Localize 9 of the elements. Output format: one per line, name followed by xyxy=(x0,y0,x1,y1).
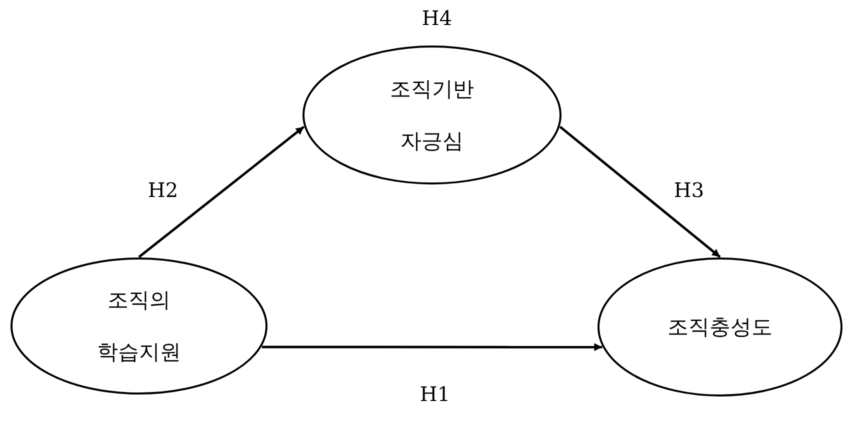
ellipse-node xyxy=(302,45,562,185)
node-label: 조직충성도 xyxy=(666,314,774,341)
arrow xyxy=(262,343,602,352)
node-label: 조직의 학습지원 xyxy=(96,287,182,366)
arrow xyxy=(559,126,721,258)
ellipse-node xyxy=(597,257,843,397)
node-label: 조직기반 자긍심 xyxy=(389,76,475,155)
ellipse-node xyxy=(10,257,268,395)
arrow xyxy=(138,126,305,258)
